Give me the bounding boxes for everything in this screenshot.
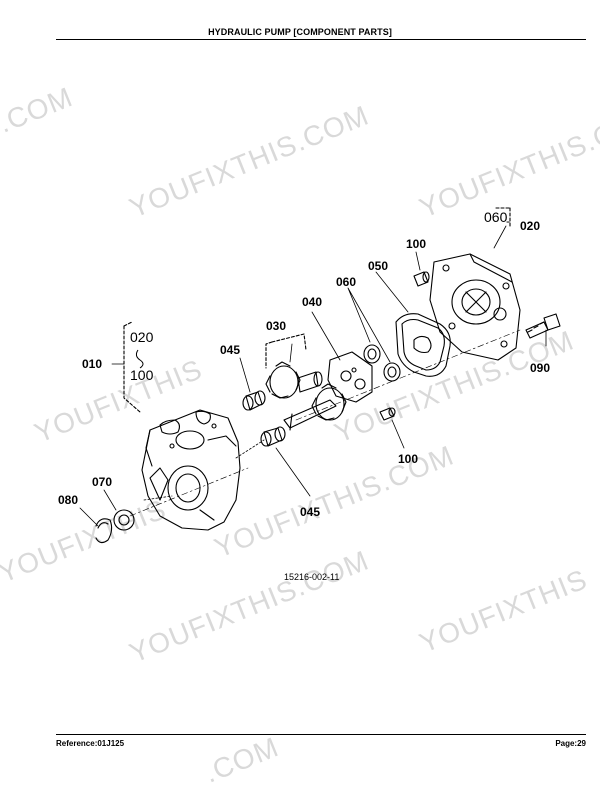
thrust-plate bbox=[327, 351, 373, 403]
bushing bbox=[260, 426, 286, 447]
driven-gear bbox=[265, 361, 323, 399]
drawing-number: 15216-002-11 bbox=[284, 572, 339, 582]
part-label-060: 060 bbox=[336, 275, 356, 289]
part-label-080: 080 bbox=[58, 493, 78, 507]
part-label-100: 100 bbox=[406, 237, 426, 251]
bushing bbox=[242, 390, 266, 411]
part-label-010: 010 bbox=[82, 357, 102, 371]
part-label-090: 090 bbox=[530, 361, 550, 375]
oil-seal bbox=[113, 509, 135, 531]
header-divider bbox=[56, 39, 586, 40]
part-label-020: 020 bbox=[520, 219, 540, 233]
dowel-pin bbox=[379, 407, 396, 421]
bushing-060 bbox=[363, 344, 401, 382]
part-label-050: 050 bbox=[368, 259, 388, 273]
bolt bbox=[525, 313, 561, 339]
part-label-070: 070 bbox=[92, 475, 112, 489]
svg-text:‑: ‑ bbox=[506, 214, 510, 228]
leader-lines bbox=[79, 225, 547, 527]
reference-code: Reference:01J125 bbox=[56, 739, 125, 748]
dowel-pin bbox=[413, 271, 430, 287]
drive-gear bbox=[311, 383, 347, 421]
pump-cover bbox=[429, 253, 521, 361]
seal-ring bbox=[395, 313, 451, 377]
snap-ring bbox=[95, 518, 113, 544]
part-label-045: 045 bbox=[300, 505, 320, 519]
page-number: Page:29 bbox=[555, 739, 586, 748]
pump-body bbox=[141, 409, 241, 531]
part-label-045: 045 bbox=[220, 343, 240, 357]
part-label-020-sub: 020 bbox=[130, 329, 154, 345]
page-title: HYDRAULIC PUMP [COMPONENT PARTS] bbox=[208, 27, 392, 37]
part-label-040: 040 bbox=[302, 295, 322, 309]
part-label-100-sub: 100 bbox=[130, 367, 154, 383]
part-label-030: 030 bbox=[266, 319, 286, 333]
bracket-lines bbox=[123, 207, 511, 413]
footer-divider bbox=[56, 734, 586, 735]
part-label-100: 100 bbox=[398, 452, 418, 466]
part-label-060-sub: 060 bbox=[484, 209, 508, 225]
drive-shaft bbox=[283, 399, 337, 431]
